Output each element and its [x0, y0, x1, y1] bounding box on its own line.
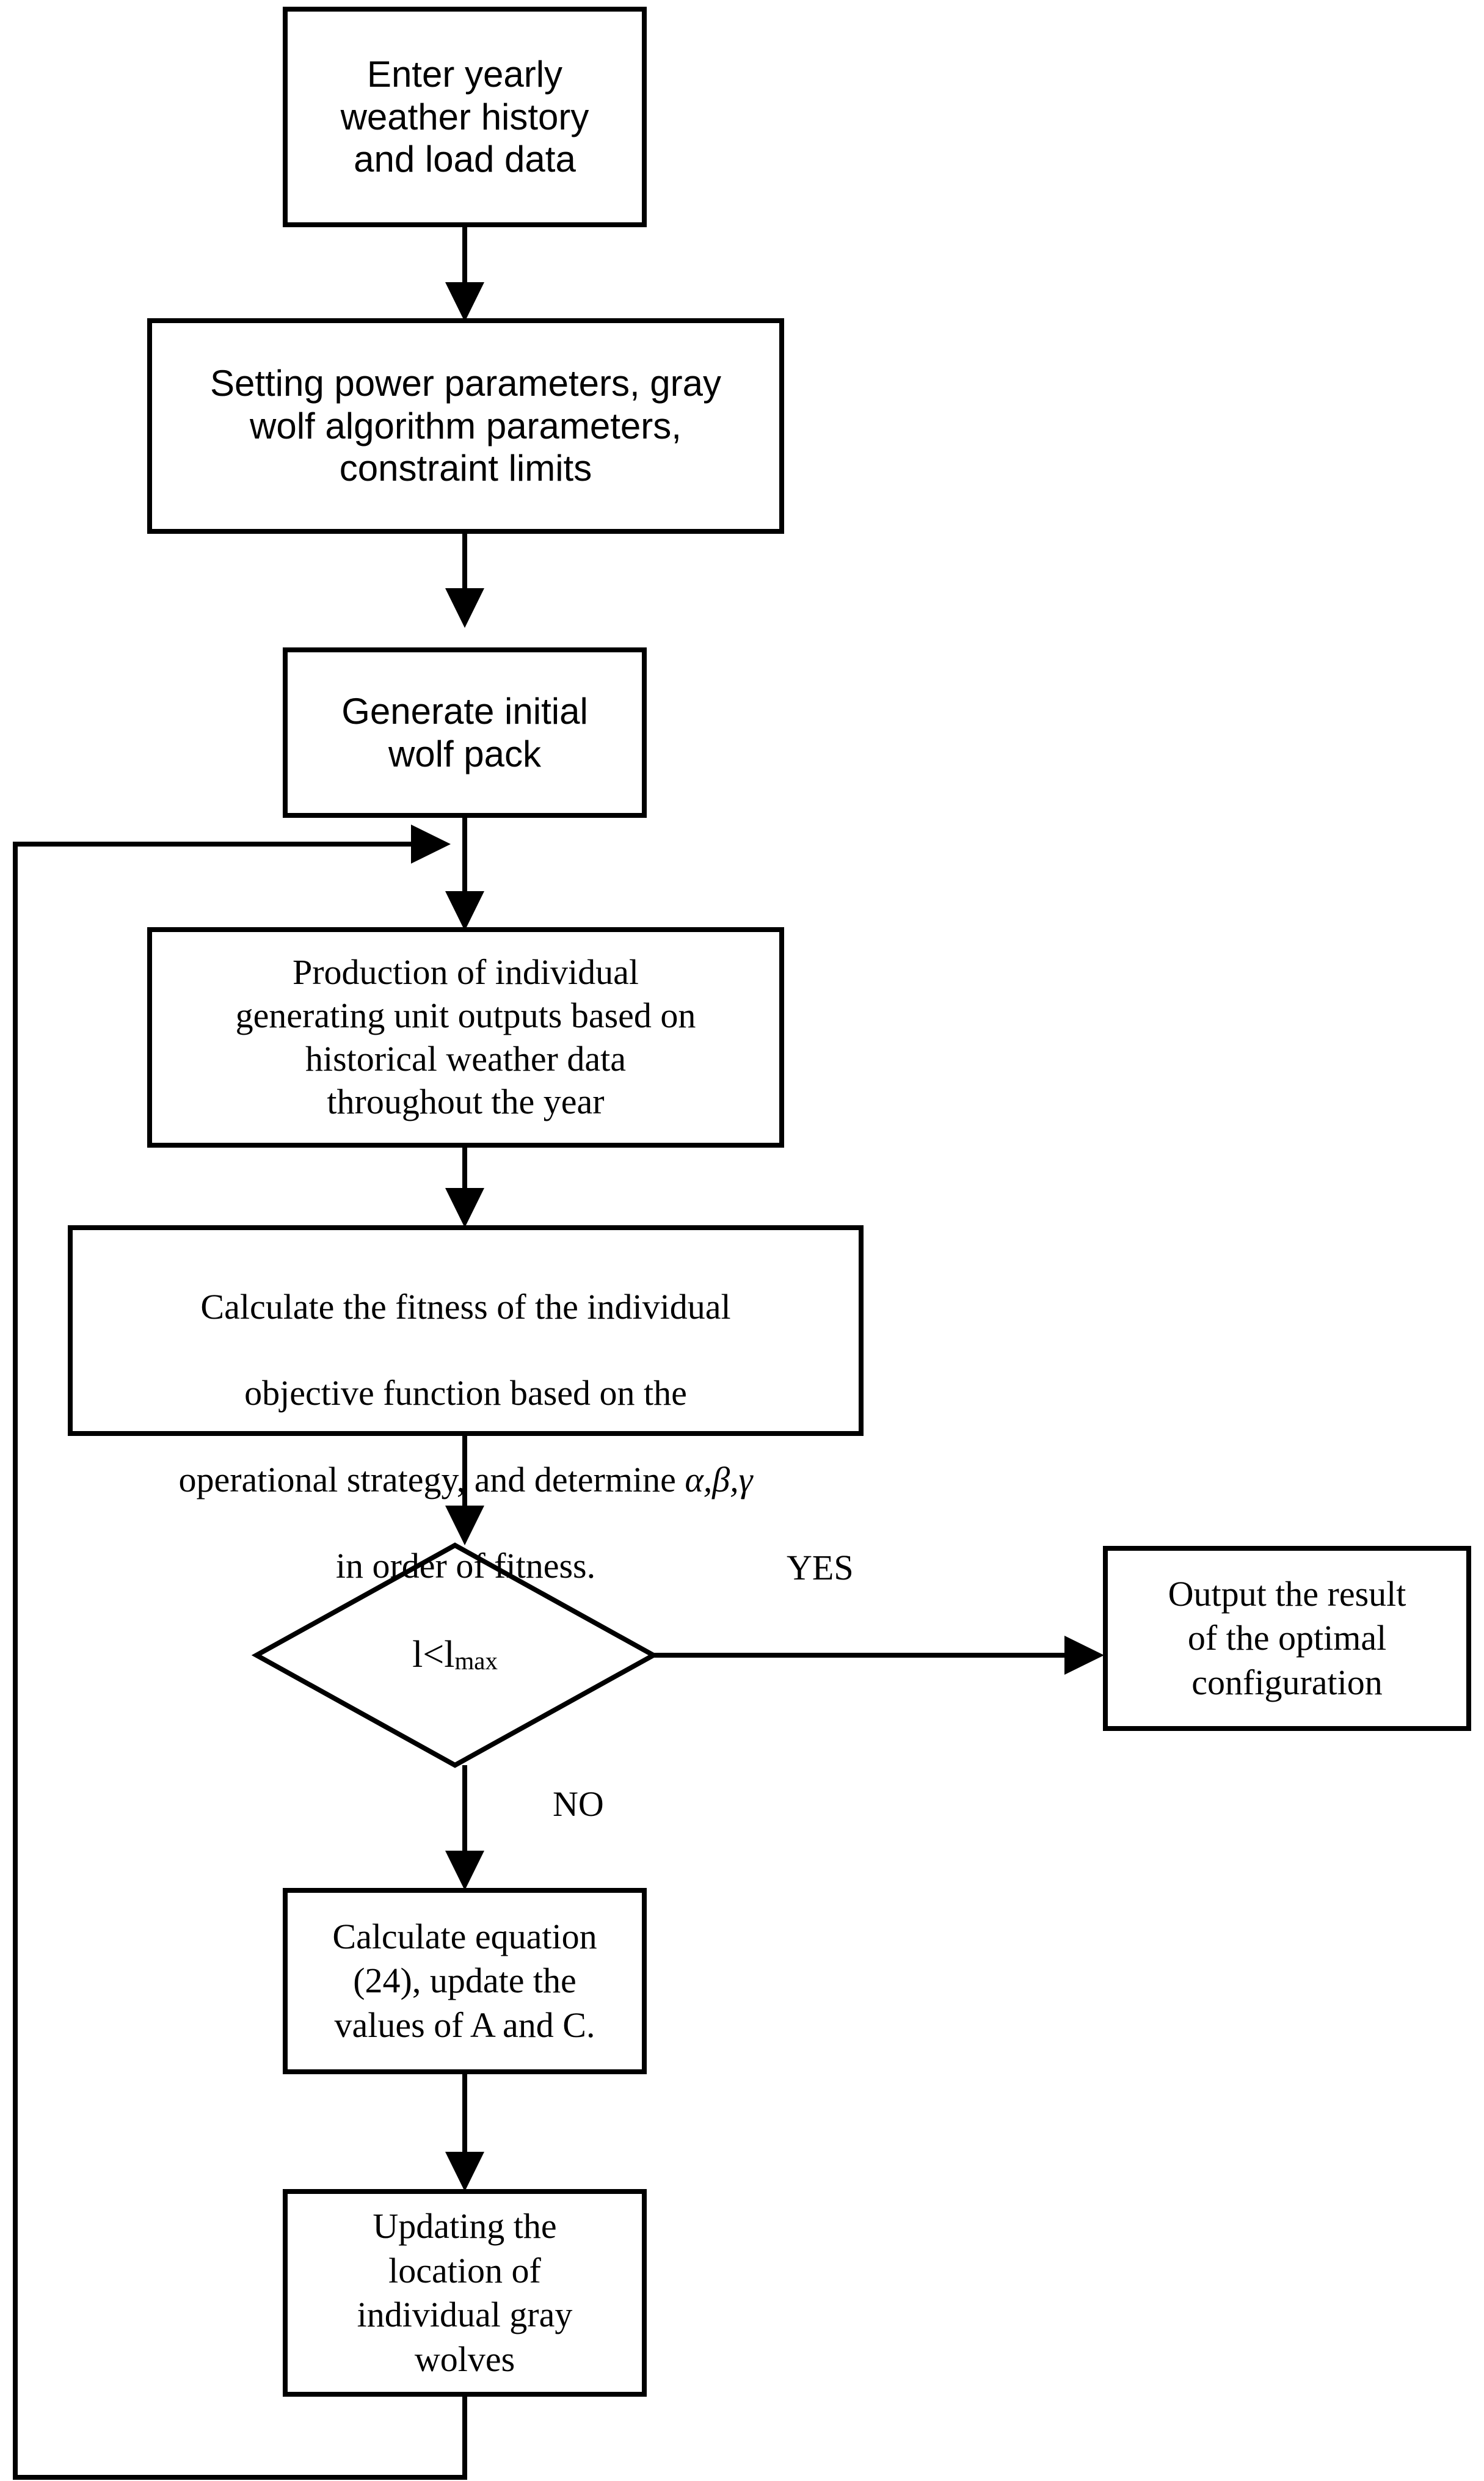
node-input-data[interactable]	[283, 7, 647, 227]
edge-parameters-to-wolfpack	[445, 531, 484, 628]
edge-equation-to-update	[445, 2072, 484, 2191]
edge-label-yes: YES	[787, 1548, 854, 1587]
edge-decision-yes-to-output	[653, 1636, 1104, 1675]
node-update-locations[interactable]	[283, 2189, 647, 2397]
node-production-outputs[interactable]	[147, 927, 784, 1148]
edge-feedback-loop	[13, 825, 467, 2480]
edge-production-to-fitness	[445, 1145, 484, 1228]
node-generate-wolf-pack[interactable]	[283, 647, 647, 818]
edge-wolfpack-to-production	[445, 815, 484, 931]
edge-decision-no-to-equation	[445, 1765, 484, 1890]
node-calculate-equation[interactable]	[283, 1888, 647, 2074]
node-output-result[interactable]	[1103, 1546, 1471, 1731]
edge-fitness-to-decision	[445, 1434, 484, 1545]
node-iteration-check[interactable]	[251, 1542, 659, 1768]
node-set-parameters[interactable]	[147, 318, 784, 534]
edge-input-to-parameters	[445, 225, 484, 322]
edge-label-no: NO	[553, 1784, 604, 1824]
node-calculate-fitness[interactable]	[68, 1225, 864, 1436]
